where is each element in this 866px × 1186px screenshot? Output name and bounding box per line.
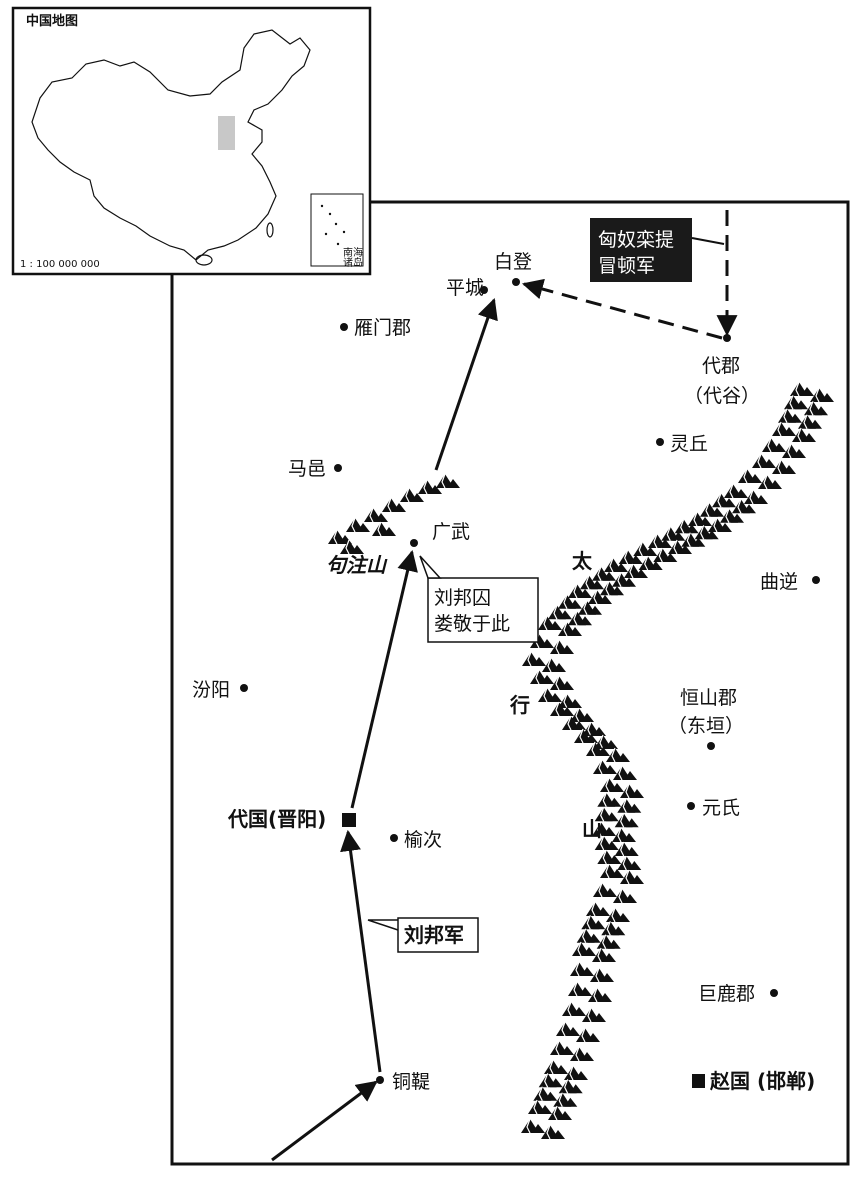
trapped-callout: 刘邦囚 娄敬于此 bbox=[419, 555, 539, 643]
place-guangwu: 广武 bbox=[432, 521, 470, 543]
inset-map: 中国地图 南海 诸岛 1 : 100 000 000 bbox=[11, 6, 372, 276]
inset-highlight bbox=[218, 116, 235, 150]
mountain-gouzhu: 句注山 bbox=[326, 553, 388, 577]
place-zhaoguo: 赵国 (邯郸) bbox=[709, 1069, 815, 1093]
place-markers bbox=[240, 278, 820, 1088]
place-yanmen: 雁门郡 bbox=[354, 317, 411, 339]
main-map-frame bbox=[170, 200, 850, 1166]
place-daijun: 代郡 bbox=[702, 355, 740, 377]
mountain-taihang-2: 行 bbox=[509, 693, 530, 717]
place-tongti: 铜鞮 bbox=[392, 1071, 430, 1093]
sea-label-1: 南海 bbox=[343, 246, 363, 259]
xiongnu-callout: 匈奴栾提 冒顿军 bbox=[590, 218, 725, 282]
sea-label-2: 诸岛 bbox=[343, 256, 363, 269]
place-quni: 曲逆 bbox=[760, 571, 798, 593]
army-label: 刘邦军 bbox=[404, 923, 464, 947]
mountain-taihang-1: 太 bbox=[572, 549, 593, 573]
army-callout: 刘邦军 bbox=[367, 917, 479, 953]
place-hengshan-1: 恒山郡 bbox=[680, 687, 737, 709]
place-daigu: （代谷） bbox=[684, 385, 760, 407]
place-baideng: 白登 bbox=[494, 251, 532, 273]
inset-scale: 1 : 100 000 000 bbox=[20, 259, 100, 270]
mountain-taihang-3: 山 bbox=[582, 817, 602, 841]
place-yuanshi: 元氏 bbox=[702, 797, 740, 819]
place-yuci: 榆次 bbox=[404, 829, 442, 851]
xiongnu-label-1: 匈奴栾提 bbox=[598, 229, 674, 251]
place-lingqiu: 灵丘 bbox=[670, 433, 708, 455]
trapped-label-2: 娄敬于此 bbox=[434, 613, 510, 635]
liubang-route bbox=[271, 298, 498, 1162]
place-hengshan-2: （东垣） bbox=[668, 715, 744, 737]
xiongnu-label-2: 冒顿军 bbox=[598, 255, 655, 277]
place-daiguo: 代国(晋阳) bbox=[227, 807, 326, 831]
china-outline bbox=[31, 29, 311, 261]
xiongnu-route bbox=[521, 210, 738, 340]
place-julu: 巨鹿郡 bbox=[698, 983, 755, 1005]
trapped-label-1: 刘邦囚 bbox=[434, 587, 491, 609]
inset-title: 中国地图 bbox=[26, 13, 78, 29]
place-fenyang: 汾阳 bbox=[192, 679, 230, 701]
place-mayi: 马邑 bbox=[288, 458, 326, 480]
place-pingcheng: 平城 bbox=[446, 277, 484, 299]
